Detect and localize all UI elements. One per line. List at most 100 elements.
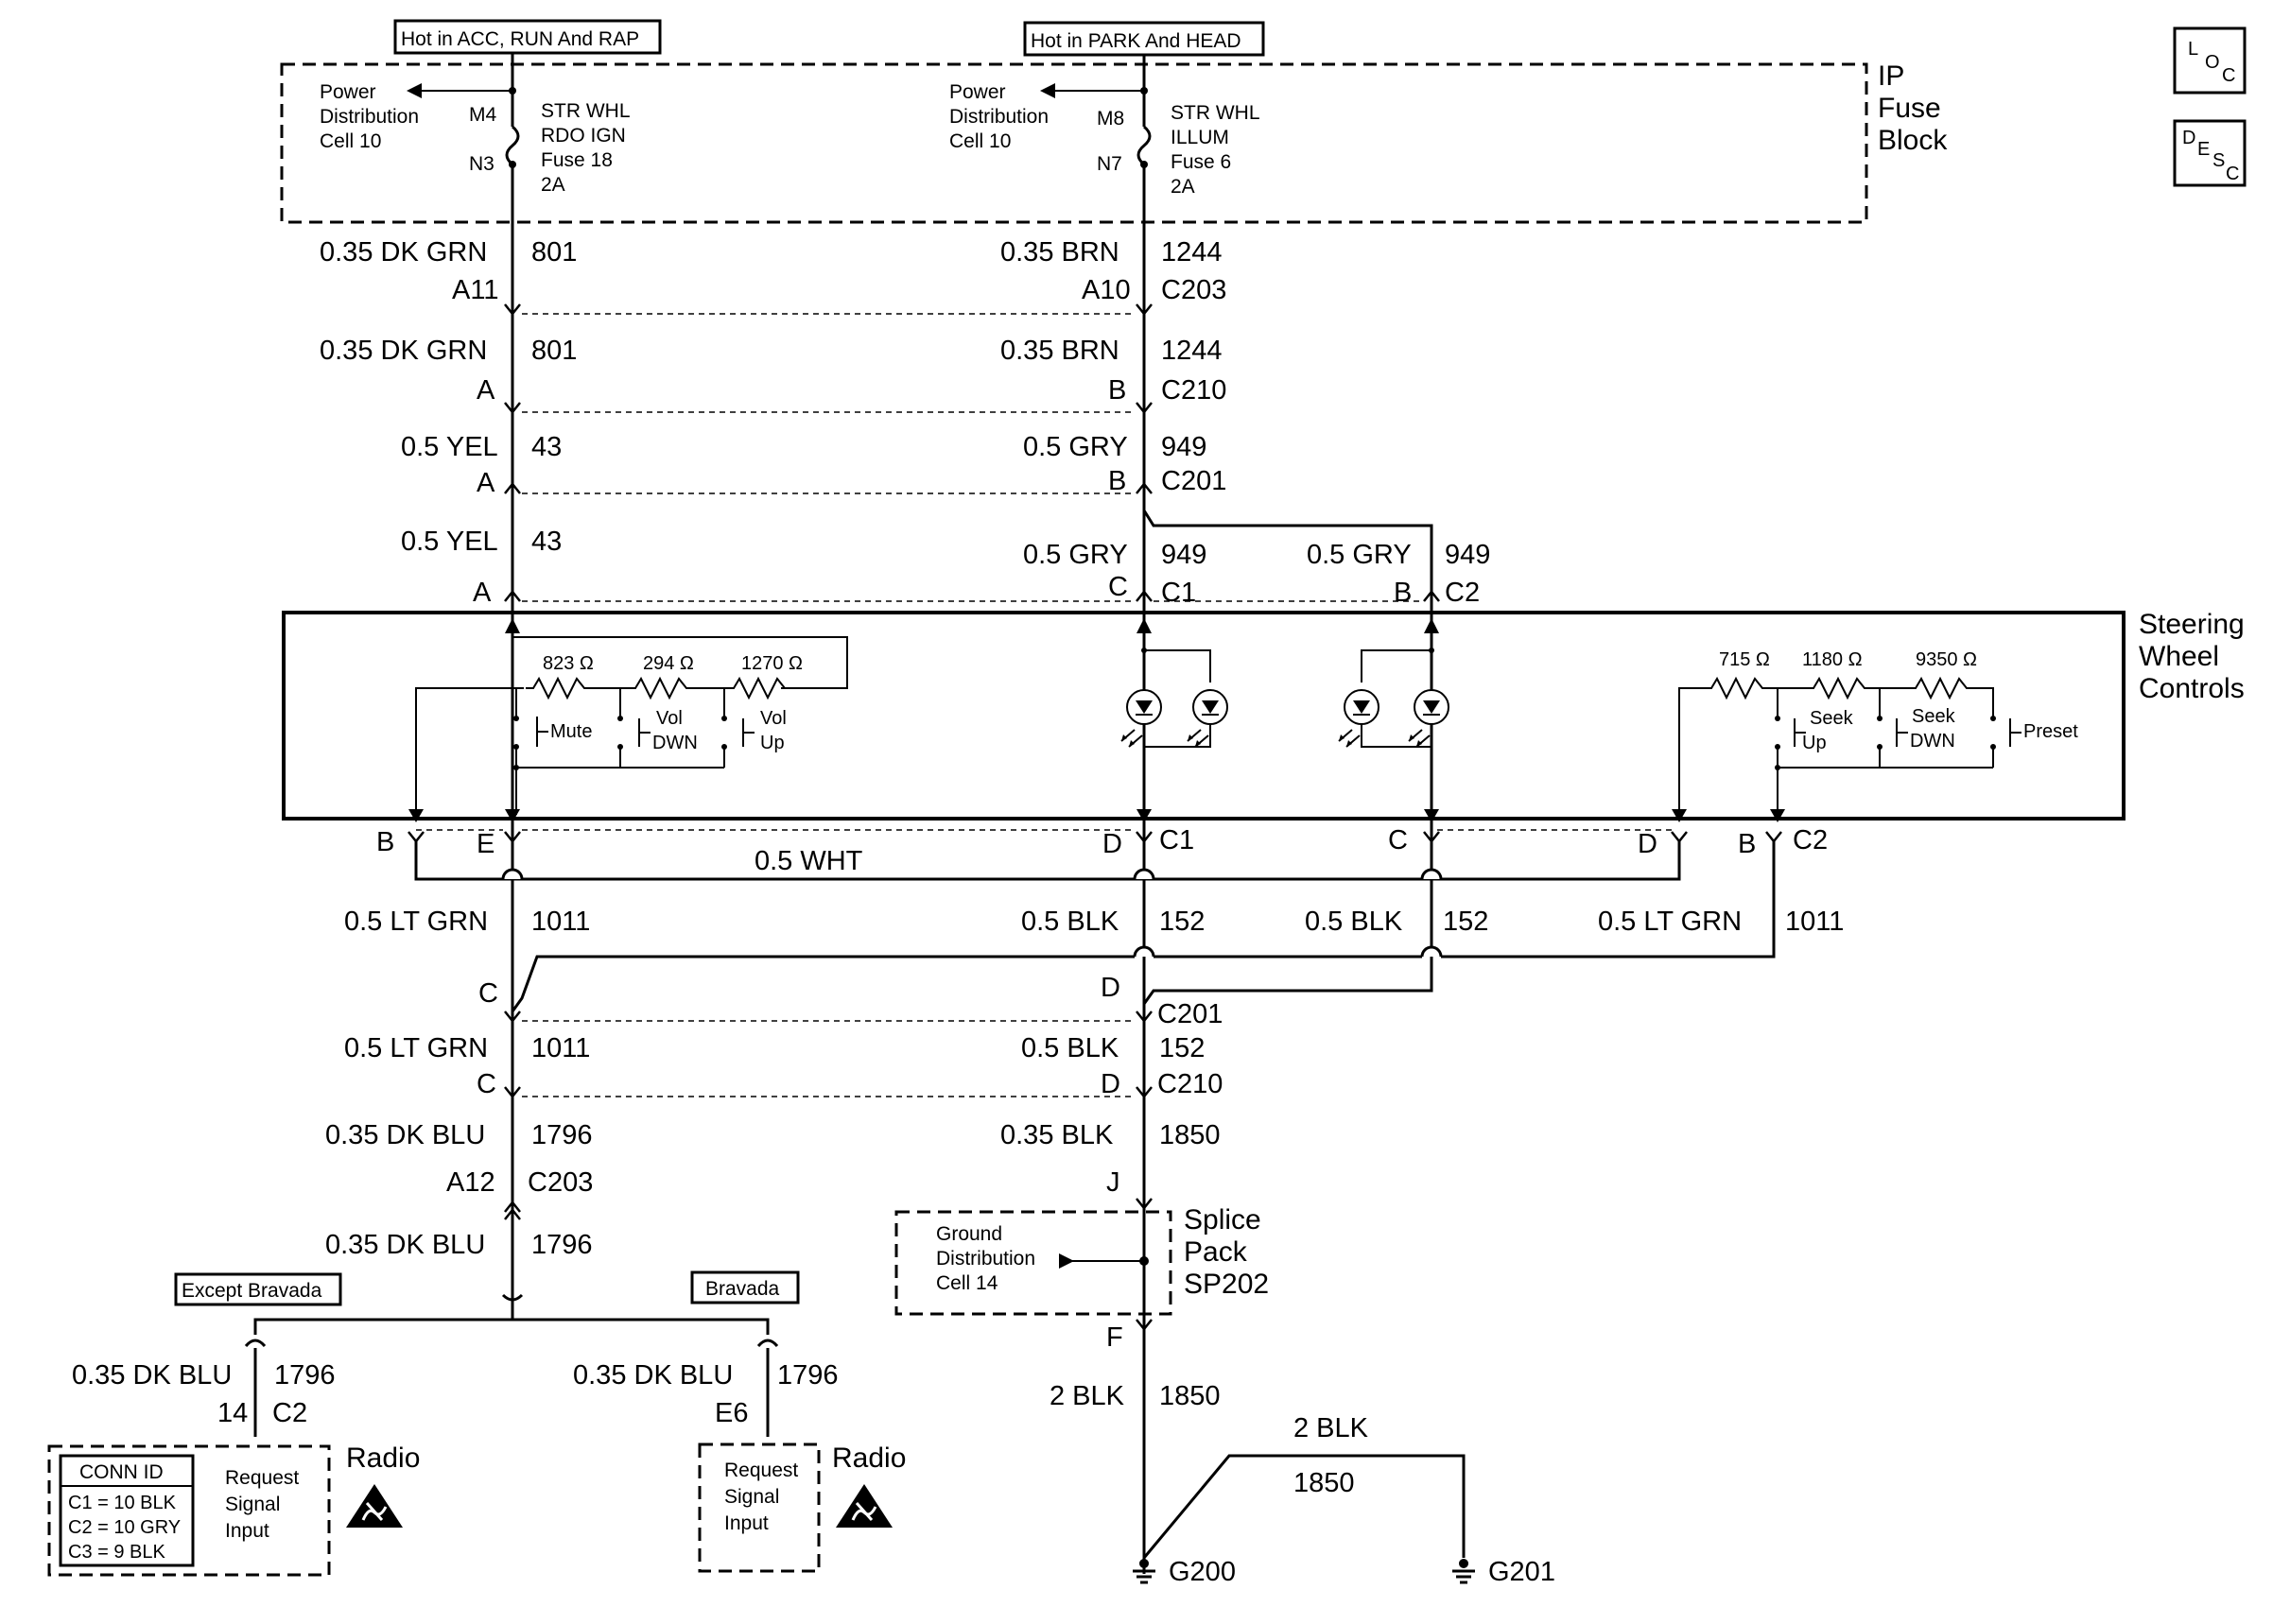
seek-up-switch: Seek Up (1775, 688, 1854, 768)
diagram-label: 294 Ω (643, 653, 694, 674)
diagram-label: 1796 (531, 1230, 593, 1260)
diagram-label: A12 (446, 1167, 495, 1198)
diagram-label: IP (1878, 60, 1904, 92)
diagram-label: Distribution (320, 106, 419, 128)
diagram-label: 0.35 DK GRN (320, 336, 487, 366)
diagram-label: G200 (1169, 1557, 1236, 1587)
diagram-label: 0.35 DK BLU (325, 1120, 485, 1150)
diagram-label: S (2212, 150, 2225, 171)
diagram-label: Cell 10 (949, 130, 1011, 152)
diagram-label: 2 BLK (1050, 1381, 1125, 1411)
diagram-label: 1244 (1161, 237, 1223, 268)
diagram-label: 0.5 LT GRN (344, 1033, 488, 1063)
diagram-label: Bravada (705, 1278, 780, 1300)
fuse-6 (1136, 91, 1152, 168)
diagram-label: C (1108, 572, 1128, 602)
diagram-label: Radio (832, 1443, 906, 1474)
diagram-label: 0.5 YEL (401, 527, 498, 557)
diagram-label: F (1106, 1322, 1123, 1353)
diagram-label: 0.35 BRN (1000, 237, 1119, 268)
diagram-label: Hot in PARK And HEAD (1031, 30, 1241, 52)
diagram-label: Fuse 18 (541, 149, 613, 171)
diagram-label: Power (949, 81, 1006, 103)
seek-dwn-switch: Seek DWN (1877, 688, 1956, 768)
diagram-label: Input (724, 1512, 769, 1534)
diagram-label: Request (724, 1460, 798, 1481)
diagram-label: G201 (1488, 1557, 1555, 1587)
diagram-label: 1270 Ω (741, 653, 803, 674)
diagram-label: Seek (1912, 706, 1956, 727)
vol-up-switch: Vol Up (721, 688, 787, 768)
diagram-label: Mute (550, 721, 592, 742)
diagram-label: STR WHL (1171, 102, 1260, 124)
diagram-label: C2 (1445, 578, 1480, 608)
diagram-label: Splice (1184, 1204, 1261, 1235)
diagram-label: 0.35 BLK (1000, 1120, 1114, 1150)
diagram-label: B (376, 827, 394, 857)
steering-wheel-controls: Steering Wheel Controls (282, 609, 2245, 821)
diagram-label: 801 (531, 237, 577, 268)
diagram-label: 0.5 YEL (401, 432, 498, 462)
diagram-label: A11 (452, 275, 498, 305)
diagram-label: STR WHL (541, 100, 631, 122)
diagram-label: J (1106, 1167, 1120, 1198)
preset-switch: Preset (1990, 716, 2078, 768)
legend-loc-icon[interactable]: L O C (2173, 26, 2247, 95)
diagram-label: 152 (1159, 1033, 1205, 1063)
radio-except-bravada: CONN ID C1 = 10 BLK C2 = 10 GRY C3 = 9 B… (47, 1443, 420, 1577)
diagram-label: M4 (469, 104, 496, 126)
diagram-label: Preset (2023, 721, 2078, 742)
diagram-label: 0.5 GRY (1307, 540, 1412, 570)
diagram-label: B (1394, 578, 1412, 608)
diagram-label: DWN (652, 733, 698, 753)
diagram-label: 2 BLK (1293, 1413, 1369, 1443)
diagram-label: Input (225, 1520, 269, 1542)
power-dist-arrow-right (1040, 83, 1144, 98)
diagram-label: E (2197, 139, 2210, 160)
diagram-label: 1796 (274, 1360, 336, 1391)
diagram-label: 0.5 BLK (1305, 907, 1403, 937)
diagram-label: Radio (346, 1443, 420, 1474)
diagram-label: Ground (936, 1223, 1002, 1245)
legend-desc-icon[interactable]: D E S C (2173, 119, 2247, 187)
diagram-label: Except Bravada (182, 1280, 322, 1302)
diagram-label: 9350 Ω (1916, 649, 1977, 670)
diagram-label: 0.35 DK BLU (72, 1360, 232, 1391)
fuse-18 (505, 91, 520, 168)
diagram-label: 0.5 GRY (1023, 432, 1128, 462)
power-dist-arrow-left (407, 83, 512, 98)
diagram-label: C1 = 10 BLK (68, 1493, 177, 1513)
diagram-label: 1850 (1159, 1381, 1221, 1411)
diagram-label: 1850 (1159, 1120, 1221, 1150)
diagram-label: 0.5 GRY (1023, 540, 1128, 570)
diagram-label: Fuse (1878, 93, 1941, 124)
option-except-bravada: Except Bravada (174, 1272, 342, 1306)
diagram-label: 0.35 DK GRN (320, 237, 487, 268)
diagram-label: 1011 (531, 1033, 590, 1063)
diagram-label: D (1101, 973, 1120, 1003)
splice-pack-sp202: Splice Pack SP202 Ground Distribution Ce… (894, 1204, 1269, 1316)
mute-switch: Mute (513, 688, 592, 768)
diagram-label: C210 (1161, 375, 1226, 406)
diagram-label: 152 (1443, 907, 1488, 937)
diagram-label: E6 (715, 1398, 748, 1428)
option-bravada: Bravada (690, 1270, 800, 1304)
diagram-label: 2A (1171, 176, 1195, 198)
diagram-label: Cell 14 (936, 1272, 998, 1294)
diagram-label: 0.5 BLK (1021, 907, 1119, 937)
diagram-label: C2 (1793, 825, 1828, 855)
diagram-label: 0.5 LT GRN (344, 907, 488, 937)
diagram-label: C201 (1161, 466, 1226, 496)
diagram-label: C (1388, 825, 1408, 855)
diagram-label: A (477, 468, 495, 498)
diagram-label: 949 (1161, 432, 1206, 462)
diagram-label: E (477, 829, 495, 859)
diagram-label: C203 (1161, 275, 1226, 305)
diagram-label: SP202 (1184, 1269, 1269, 1300)
diagram-label: 1796 (777, 1360, 839, 1391)
diagram-label: O (2205, 52, 2220, 73)
diagram-label: M8 (1097, 108, 1124, 130)
diagram-label: DWN (1910, 731, 1955, 752)
diagram-label: C203 (528, 1167, 593, 1198)
diagram-label: 949 (1161, 540, 1206, 570)
